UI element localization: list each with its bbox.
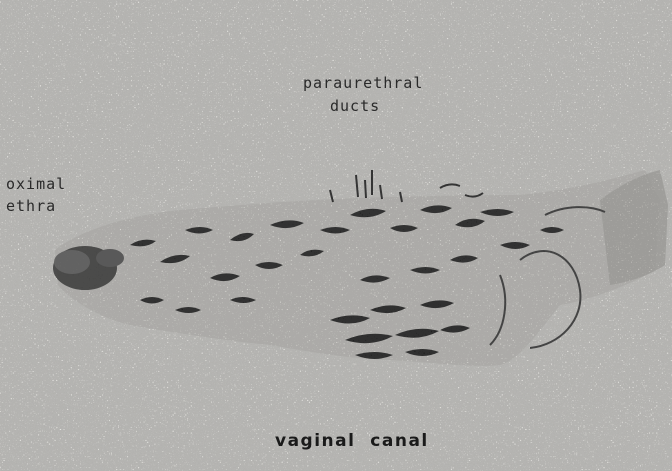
label-vaginal-canal: vaginal canal (275, 433, 429, 450)
label-proximal-urethra-line1: oximal (6, 176, 66, 193)
label-proximal-urethra-line2: ethra (6, 198, 56, 215)
label-paraurethral-ducts-line2: ducts (330, 98, 380, 115)
label-paraurethral-ducts-line1: paraurethral (303, 75, 423, 92)
